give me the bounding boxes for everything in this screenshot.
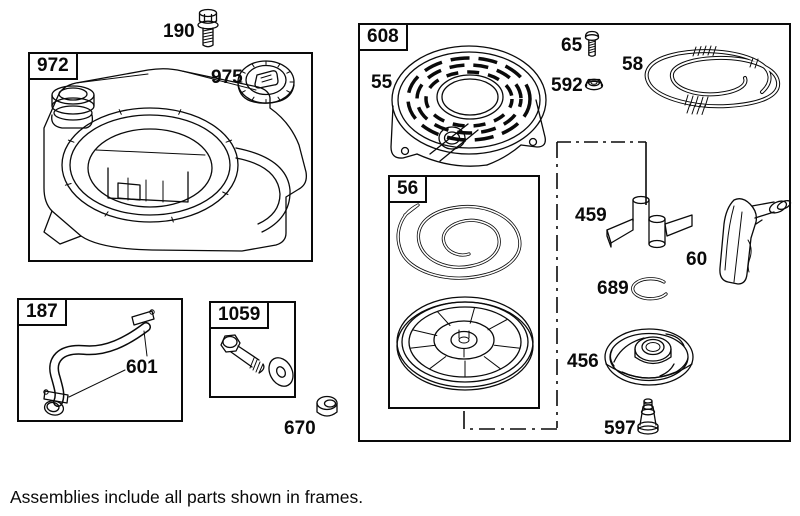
- frame-1059: 1059: [209, 301, 296, 398]
- caption-text: Assemblies include all parts shown in fr…: [10, 487, 364, 507]
- part-label-60: 60: [686, 249, 708, 270]
- part-label-975: 975: [211, 67, 243, 88]
- frame-972: 972: [28, 52, 313, 262]
- frame-187-label: 187: [17, 298, 67, 326]
- part-label-55: 55: [371, 72, 393, 93]
- bushing-670-icon: [317, 397, 337, 417]
- part-label-592: 592: [551, 75, 583, 96]
- frame-187: 187: [17, 298, 183, 422]
- part-label-670: 670: [284, 418, 316, 439]
- frame-608-label: 608: [358, 23, 408, 51]
- frame-608: 608: [358, 23, 791, 442]
- part-label-190: 190: [163, 21, 195, 42]
- part-label-65: 65: [561, 35, 583, 56]
- part-label-58: 58: [622, 54, 644, 75]
- part-label-456: 456: [567, 351, 599, 372]
- part-label-597: 597: [604, 418, 636, 439]
- frame-972-label: 972: [28, 52, 78, 80]
- frame-56: 56: [388, 175, 540, 409]
- part-label-601: 601: [126, 357, 158, 378]
- part-label-459: 459: [575, 205, 607, 226]
- bolt-190-icon: [198, 10, 218, 47]
- frame-56-label: 56: [388, 175, 428, 203]
- part-label-689: 689: [597, 278, 629, 299]
- frame-1059-label: 1059: [209, 301, 270, 329]
